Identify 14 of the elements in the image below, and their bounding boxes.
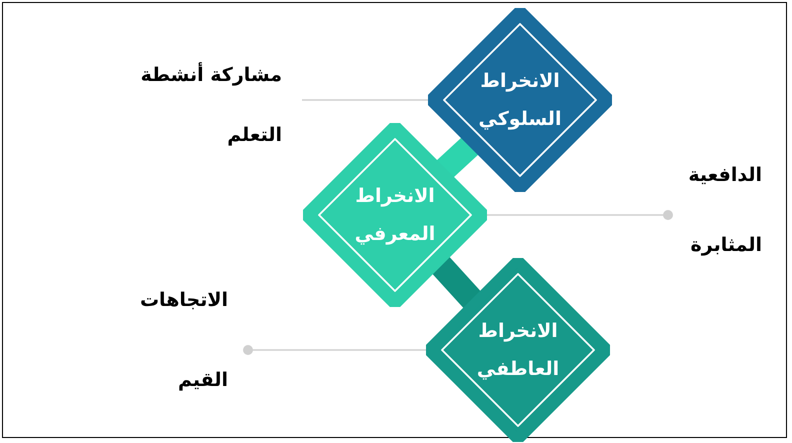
leader-line <box>302 99 428 101</box>
side-label: مشاركة أنشطة التعلم <box>140 61 282 148</box>
side-label: الاتجاهات <box>138 288 228 313</box>
diamond-label: الانخراط السلوكي <box>478 69 562 132</box>
leader-line <box>243 345 426 355</box>
diamond-label: الانخراط العاطفي <box>476 319 560 382</box>
connector-bar <box>430 255 483 310</box>
side-label: الدافعية <box>687 163 762 188</box>
diamond-box <box>426 258 610 442</box>
side-label: القيم <box>177 368 228 393</box>
side-label: المثابرة <box>690 233 762 258</box>
connector-bar <box>434 135 480 180</box>
leader-line <box>487 210 673 220</box>
diamond-label: الانخراط المعرفي <box>354 184 436 247</box>
